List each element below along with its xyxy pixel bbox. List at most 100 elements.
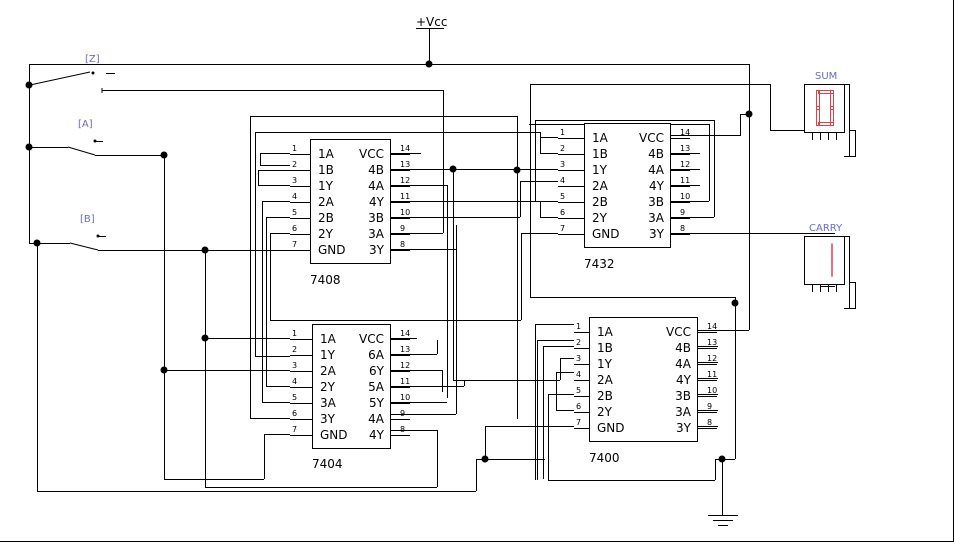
pin-number: 1 (576, 322, 581, 331)
pin-label: 4Y (369, 428, 385, 442)
pin-label: 4A (648, 163, 665, 177)
pin-number: 5 (576, 386, 581, 395)
ground-symbol (708, 459, 738, 526)
pin-label: 4B (675, 341, 691, 355)
pin-number: 5 (292, 393, 297, 402)
pin-number: 3 (292, 361, 297, 370)
pin-number: 14 (707, 322, 717, 331)
pin-label: 1Y (320, 348, 336, 362)
sum-seven-segment-digit (816, 90, 834, 126)
pin-number: 12 (707, 354, 717, 363)
wiring (29, 64, 835, 492)
pin-number: 14 (400, 144, 410, 153)
pin-label: 1B (592, 147, 608, 161)
chip-7408-name: 7408 (310, 273, 341, 287)
pin-number: 10 (707, 386, 717, 395)
pin-label: 4B (368, 163, 384, 177)
pin-label: 6A (368, 348, 385, 362)
pin-number: 11 (707, 370, 717, 379)
pin-number: 14 (400, 329, 410, 338)
pin-number: 13 (400, 345, 410, 354)
pin-number: 3 (292, 176, 297, 185)
segment-b (830, 90, 834, 110)
sum-display: SUM 0 (804, 71, 856, 157)
pin-number: 12 (400, 361, 410, 370)
chip-7404-name: 7404 (312, 457, 343, 471)
sum-display-label: SUM (815, 71, 837, 82)
pin-number: 8 (707, 418, 712, 427)
pin-label: 3Y (649, 227, 665, 241)
pin-label: 1Y (597, 357, 613, 371)
pin-number: 6 (576, 402, 581, 411)
pin-number: 4 (292, 192, 297, 201)
pin-number: 4 (576, 370, 581, 379)
pin-number: 1 (560, 128, 565, 137)
pin-label: VCC (639, 131, 664, 145)
pin-label: GND (592, 227, 620, 241)
pin-number: 5 (560, 192, 565, 201)
pin-number: 7 (292, 240, 297, 249)
pin-label: 3B (675, 389, 691, 403)
pin-label: 1A (320, 332, 337, 346)
switch-a[interactable]: [A] (67, 119, 164, 156)
pin-number: 1 (292, 329, 297, 338)
pin-label: 3A (675, 405, 692, 419)
switch-a-label: [A] (78, 119, 93, 130)
pin-number: 3 (576, 354, 581, 363)
pin-label: 2B (592, 195, 608, 209)
pin-number: 2 (292, 345, 297, 354)
pin-label: 2A (597, 373, 614, 387)
pin-number: 13 (680, 144, 690, 153)
pin-label: 1A (597, 325, 614, 339)
pin-number: 9 (680, 208, 685, 217)
pin-number: 4 (292, 377, 297, 386)
pin-label: 3B (648, 195, 664, 209)
switch-b-label: [B] (80, 214, 95, 225)
pin-number: 11 (680, 176, 690, 185)
pin-label: 6Y (369, 364, 385, 378)
pin-label: 3A (320, 396, 337, 410)
chip-7432-name: 7432 (584, 257, 615, 271)
pin-number: 9 (707, 402, 712, 411)
pin-label: 1Y (318, 179, 334, 193)
pin-label: 2A (318, 195, 335, 209)
pin-number: 9 (400, 409, 405, 418)
pin-number: 11 (400, 192, 410, 201)
pin-number: 14 (680, 128, 690, 137)
pin-number: 10 (400, 208, 410, 217)
pin-label: 2B (318, 211, 334, 225)
pin-label: 2Y (320, 380, 336, 394)
pin-label: 4A (368, 412, 385, 426)
pin-number: 10 (400, 393, 410, 402)
pin-label: VCC (359, 147, 384, 161)
pin-number: 1 (292, 144, 297, 153)
pin-number: 12 (680, 160, 690, 169)
pin-label: 2A (592, 179, 609, 193)
chip-7400-name: 7400 (589, 451, 620, 465)
vcc-supply: +Vcc (416, 15, 447, 64)
pin-number: 4 (560, 176, 565, 185)
segment-d (818, 122, 834, 126)
pin-number: 6 (292, 409, 297, 418)
pin-label: 3Y (676, 421, 692, 435)
pin-number: 7 (560, 224, 565, 233)
pin-label: 2Y (597, 405, 613, 419)
pin-number: 10 (680, 192, 690, 201)
switch-z[interactable]: [Z] (29, 54, 443, 93)
pin-number: 7 (292, 425, 297, 434)
pin-label: VCC (666, 325, 691, 339)
vcc-label: +Vcc (416, 15, 447, 29)
switch-b[interactable]: [B] (69, 214, 290, 251)
pin-number: 12 (400, 176, 410, 185)
pin-number: 8 (400, 240, 405, 249)
pin-label: 1Y (592, 163, 608, 177)
carry-display: CARRY 1 (804, 223, 856, 309)
pin-label: 1A (592, 131, 609, 145)
pin-label: 4A (675, 357, 692, 371)
pin-label: 2Y (592, 211, 608, 225)
